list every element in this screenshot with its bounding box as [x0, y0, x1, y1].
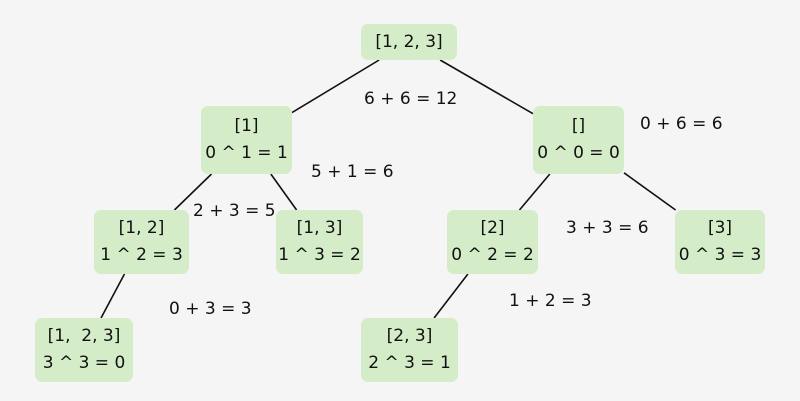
tree-node-root: [1, 2, 3]: [361, 24, 457, 60]
tree-edge-root-l: [291, 59, 380, 114]
tree-edge-l-ll: [173, 173, 213, 211]
node-calc-label: 1 ^ 3 = 2: [278, 245, 361, 265]
tree-edge-r-rl: [518, 173, 551, 211]
tree-edge-root-r: [439, 59, 534, 115]
node-set-label: [1]: [234, 116, 259, 136]
node-set-label: [2]: [480, 218, 505, 238]
tree-node-lr: [1, 3] 1 ^ 3 = 2: [276, 210, 363, 274]
tree-node-rl: [2] 0 ^ 2 = 2: [447, 210, 538, 274]
sum-label-lll: 0 + 3 = 3: [169, 299, 252, 319]
tree-edge-l-lr: [270, 173, 298, 211]
tree-node-l: [1] 0 ^ 1 = 1: [201, 106, 292, 174]
tree-node-rll: [2, 3] 2 ^ 3 = 1: [361, 318, 458, 382]
node-set-label: []: [571, 116, 586, 136]
node-set-label: [1, 2]: [118, 218, 165, 238]
sum-label-rll: 1 + 2 = 3: [509, 291, 592, 311]
node-calc-label: 2 ^ 3 = 1: [368, 353, 451, 373]
sum-label-r: 0 + 6 = 6: [640, 114, 723, 134]
node-set-label: [2, 3]: [386, 326, 433, 346]
tree-edge-rl-rll: [433, 273, 469, 319]
tree-edge-r-rr: [623, 172, 677, 211]
node-set-label: [1, 3]: [296, 218, 343, 238]
tree-edge-ll-lll: [100, 273, 126, 319]
sum-label-rl: 3 + 3 = 6: [566, 218, 649, 238]
sum-label-ll: 2 + 3 = 5: [193, 201, 276, 221]
node-set-label: [3]: [707, 218, 733, 238]
node-calc-label: 1 ^ 2 = 3: [100, 245, 183, 265]
sum-label-l: 5 + 1 = 6: [311, 162, 394, 182]
node-calc-label: 3 ^ 3 = 0: [42, 353, 126, 373]
node-calc-label: 0 ^ 2 = 2: [451, 245, 534, 265]
tree-node-ll: [1, 2] 1 ^ 2 = 3: [94, 210, 189, 274]
node-calc-label: 0 ^ 0 = 0: [537, 143, 620, 163]
node-calc-label: 0 ^ 1 = 1: [205, 143, 288, 163]
tree-node-rr: [3] 0 ^ 3 = 3: [675, 210, 765, 274]
tree-node-lll: [1, 2, 3] 3 ^ 3 = 0: [35, 318, 133, 382]
node-calc-label: 0 ^ 3 = 3: [678, 245, 762, 265]
node-set-label: [1, 2, 3]: [375, 31, 443, 52]
tree-node-r: [] 0 ^ 0 = 0: [533, 106, 624, 174]
node-set-label: [1, 2, 3]: [47, 326, 121, 346]
sum-label-root: 6 + 6 = 12: [364, 89, 458, 109]
